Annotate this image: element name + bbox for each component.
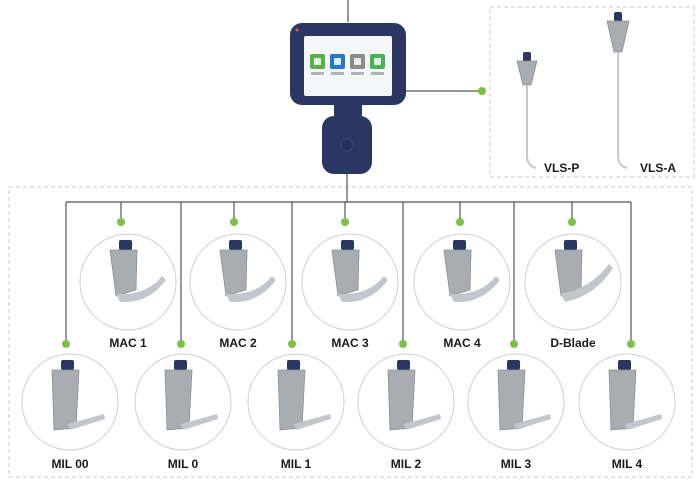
- power-indicator: [295, 28, 299, 32]
- blade-label-mil-2: MIL 2: [391, 457, 422, 471]
- blade-mac-4-curve: [450, 276, 500, 303]
- blade-mil-2-tip: [404, 414, 441, 430]
- connector-dot-top-0: [117, 218, 125, 226]
- vls-p-label: VLS-P: [544, 161, 579, 175]
- blade-mac-3-body: [331, 249, 360, 297]
- blade-mil-2-cap: [397, 360, 410, 370]
- blade-label-mac-1: MAC 1: [109, 336, 147, 350]
- vls-a-tip: [617, 154, 628, 169]
- blade-mil-2: [357, 353, 455, 451]
- blade-d-blade: [524, 233, 622, 331]
- play-icon[interactable]: [330, 54, 345, 75]
- blade-mac-3-curve: [338, 276, 388, 303]
- handle-vls-p: [516, 52, 538, 169]
- connector-dot-bottom-2: [288, 340, 296, 348]
- connector-dot-top-2: [341, 218, 349, 226]
- connector-dot-bottom-5: [627, 340, 635, 348]
- vls-a-head: [606, 20, 630, 53]
- blade-mac-1-curve: [116, 276, 166, 303]
- handles-box: [489, 6, 695, 178]
- blade-mil-00-tip: [68, 414, 105, 430]
- play-icon-glyph: [334, 58, 341, 65]
- vls-a-cap: [614, 12, 622, 22]
- blade-label-mil-0: MIL 0: [168, 457, 199, 471]
- blade-mil-4-tip: [625, 414, 662, 430]
- vls-p-cap: [523, 52, 531, 62]
- blade-label-mil-00: MIL 00: [51, 457, 88, 471]
- screen-icons: [310, 54, 385, 75]
- blade-mil-1: [247, 353, 345, 451]
- blade-label-mac-4: MAC 4: [443, 336, 481, 350]
- blade-mil-0: [134, 353, 232, 451]
- blade-label-d-blade: D-Blade: [550, 336, 596, 350]
- connector-dot-top-4: [568, 218, 576, 226]
- blade-mil-1-cap: [287, 360, 300, 370]
- blade-mil-0-tip: [181, 414, 218, 430]
- blade-mil-0-cap: [174, 360, 187, 370]
- connector-dot-bottom-3: [399, 340, 407, 348]
- blade-label-mac-3: MAC 3: [331, 336, 369, 350]
- blade-mac-4: [413, 233, 511, 331]
- blades-box: [8, 186, 693, 478]
- blade-mac-2: [189, 233, 287, 331]
- blade-d-blade-curve: [561, 264, 613, 302]
- gear-icon-caption: [351, 72, 364, 75]
- blade-mac-4-body: [443, 249, 472, 297]
- monitor-screen: [304, 36, 392, 96]
- blade-mil-0-body: [164, 369, 193, 431]
- blade-mac-3: [301, 233, 399, 331]
- blade-d-blade-cap: [564, 240, 577, 250]
- connector-dot-top-1: [230, 218, 238, 226]
- image-icon[interactable]: [310, 54, 325, 75]
- blade-mac-2-body: [219, 249, 248, 297]
- vls-p-tip: [526, 154, 537, 169]
- gear-icon[interactable]: [350, 54, 365, 75]
- blade-mac-3-cap: [341, 240, 354, 250]
- blade-mil-1-body: [277, 369, 306, 431]
- blades-layer: [21, 202, 676, 451]
- blade-mac-4-cap: [453, 240, 466, 250]
- blade-mil-3-body: [497, 369, 526, 431]
- blade-label-mil-4: MIL 4: [612, 457, 643, 471]
- blade-mil-3-cap: [507, 360, 520, 370]
- connector-dot-bottom-4: [510, 340, 518, 348]
- blade-mac-2-curve: [226, 276, 276, 303]
- gear-icon-glyph: [354, 58, 361, 65]
- monitor-hinge: [334, 103, 362, 117]
- handle-vls-a: [606, 12, 630, 169]
- back-icon[interactable]: [370, 54, 385, 75]
- blade-mil-4: [578, 353, 676, 451]
- blade-mil-4-body: [608, 369, 637, 431]
- play-icon-caption: [331, 72, 344, 75]
- blade-mil-00: [21, 353, 119, 451]
- image-icon-caption: [311, 72, 324, 75]
- connector-dot-bottom-0: [62, 340, 70, 348]
- handles-connector-dot: [478, 87, 486, 95]
- blade-mil-1-tip: [294, 414, 331, 430]
- vls-a-label: VLS-A: [640, 161, 676, 175]
- blade-mac-1-cap: [119, 240, 132, 250]
- connector-dot-top-3: [456, 218, 464, 226]
- blade-mil-4-cap: [618, 360, 631, 370]
- image-icon-glyph: [314, 58, 321, 65]
- blade-mil-00-cap: [61, 360, 74, 370]
- blade-mac-1: [79, 233, 177, 331]
- monitor-device: [290, 23, 406, 174]
- blade-label-mac-2: MAC 2: [219, 336, 257, 350]
- back-icon-caption: [371, 72, 384, 75]
- blade-label-mil-1: MIL 1: [281, 457, 312, 471]
- blade-label-mil-3: MIL 3: [501, 457, 532, 471]
- blade-mil-3-tip: [514, 414, 551, 430]
- blade-mac-1-body: [109, 249, 138, 297]
- blade-mil-2-body: [387, 369, 416, 431]
- blade-mac-2-cap: [229, 240, 242, 250]
- connector-dot-bottom-1: [177, 340, 185, 348]
- vls-p-head: [516, 60, 538, 86]
- handle-button: [340, 138, 354, 152]
- back-icon-glyph: [374, 58, 381, 65]
- blade-mil-00-body: [51, 369, 80, 431]
- blade-mil-3: [467, 353, 565, 451]
